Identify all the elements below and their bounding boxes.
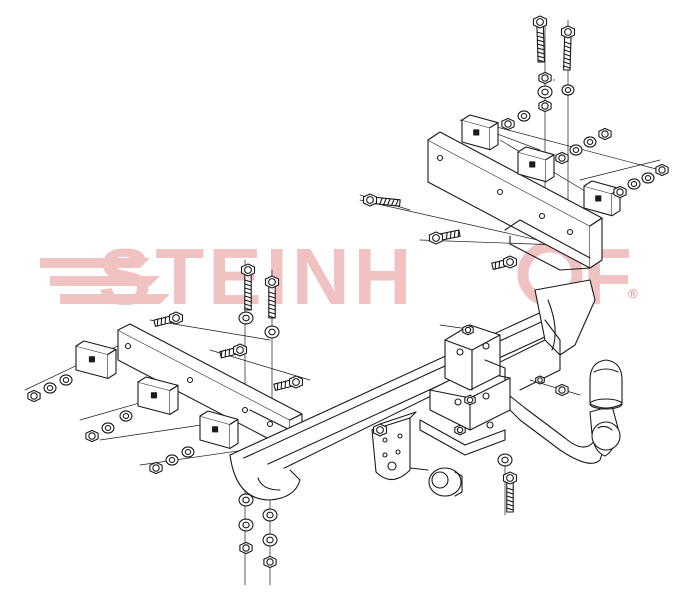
nut-icon bbox=[556, 152, 568, 163]
bolt-head-icon bbox=[170, 312, 183, 324]
washer-icon bbox=[263, 509, 277, 521]
washer-icon bbox=[498, 454, 512, 466]
bolt-head-icon bbox=[374, 424, 387, 436]
ball-cover-icon bbox=[590, 360, 622, 409]
washer-icon bbox=[562, 85, 574, 95]
washer-icon bbox=[518, 111, 530, 121]
bolt-head-icon bbox=[534, 16, 547, 28]
washer-icon bbox=[263, 534, 277, 546]
washer-icon bbox=[120, 411, 132, 421]
spacer-plate-icon bbox=[584, 181, 620, 216]
nut-icon bbox=[240, 542, 252, 553]
washer-icon bbox=[102, 423, 114, 433]
nut-icon bbox=[502, 118, 514, 129]
bolt-head-icon bbox=[430, 232, 443, 244]
washer-icon bbox=[239, 494, 253, 506]
washer-icon bbox=[239, 312, 253, 324]
tow-ball-neck bbox=[420, 370, 612, 463]
bolt-head-icon bbox=[504, 472, 517, 484]
washer-icon bbox=[265, 326, 279, 338]
bolt-head-icon bbox=[266, 276, 279, 288]
nut-icon bbox=[463, 325, 473, 335]
spacer-plate-icon bbox=[462, 115, 498, 150]
washer-icon bbox=[239, 519, 253, 531]
watermark-brand-left: STEINH bbox=[98, 232, 415, 321]
bolt-head-icon bbox=[562, 26, 575, 38]
nut-icon bbox=[465, 395, 475, 405]
washer-icon bbox=[166, 455, 178, 465]
bolt-head-icon bbox=[234, 344, 247, 356]
nut-icon bbox=[150, 462, 162, 473]
washer-icon bbox=[182, 447, 194, 457]
nut-icon bbox=[539, 100, 551, 111]
nut-icon bbox=[614, 186, 626, 197]
washer-icon bbox=[44, 383, 56, 393]
nut-icon bbox=[599, 128, 611, 139]
nut-icon bbox=[539, 72, 551, 83]
washer-icon bbox=[60, 375, 72, 385]
bolt-head-icon bbox=[242, 264, 255, 276]
nut-icon bbox=[536, 376, 545, 384]
nut-icon bbox=[86, 430, 98, 441]
washer-icon bbox=[584, 137, 596, 147]
rubber-plug-icon bbox=[410, 468, 462, 496]
spacer-plate-icon bbox=[76, 341, 116, 378]
nut-icon bbox=[455, 425, 465, 435]
nut-icon bbox=[264, 556, 276, 567]
nut-icon bbox=[556, 384, 568, 395]
bolt-head-icon bbox=[290, 376, 303, 388]
registered-trademark: ® bbox=[628, 286, 638, 301]
washer-icon bbox=[642, 173, 654, 183]
nut-icon bbox=[28, 390, 40, 401]
washer-icon bbox=[570, 145, 582, 155]
bolt-head-icon bbox=[364, 194, 377, 206]
washer-icon bbox=[628, 179, 640, 189]
nut-icon bbox=[656, 164, 668, 175]
washer-icon bbox=[538, 86, 552, 98]
bolt-head-icon bbox=[504, 256, 517, 268]
